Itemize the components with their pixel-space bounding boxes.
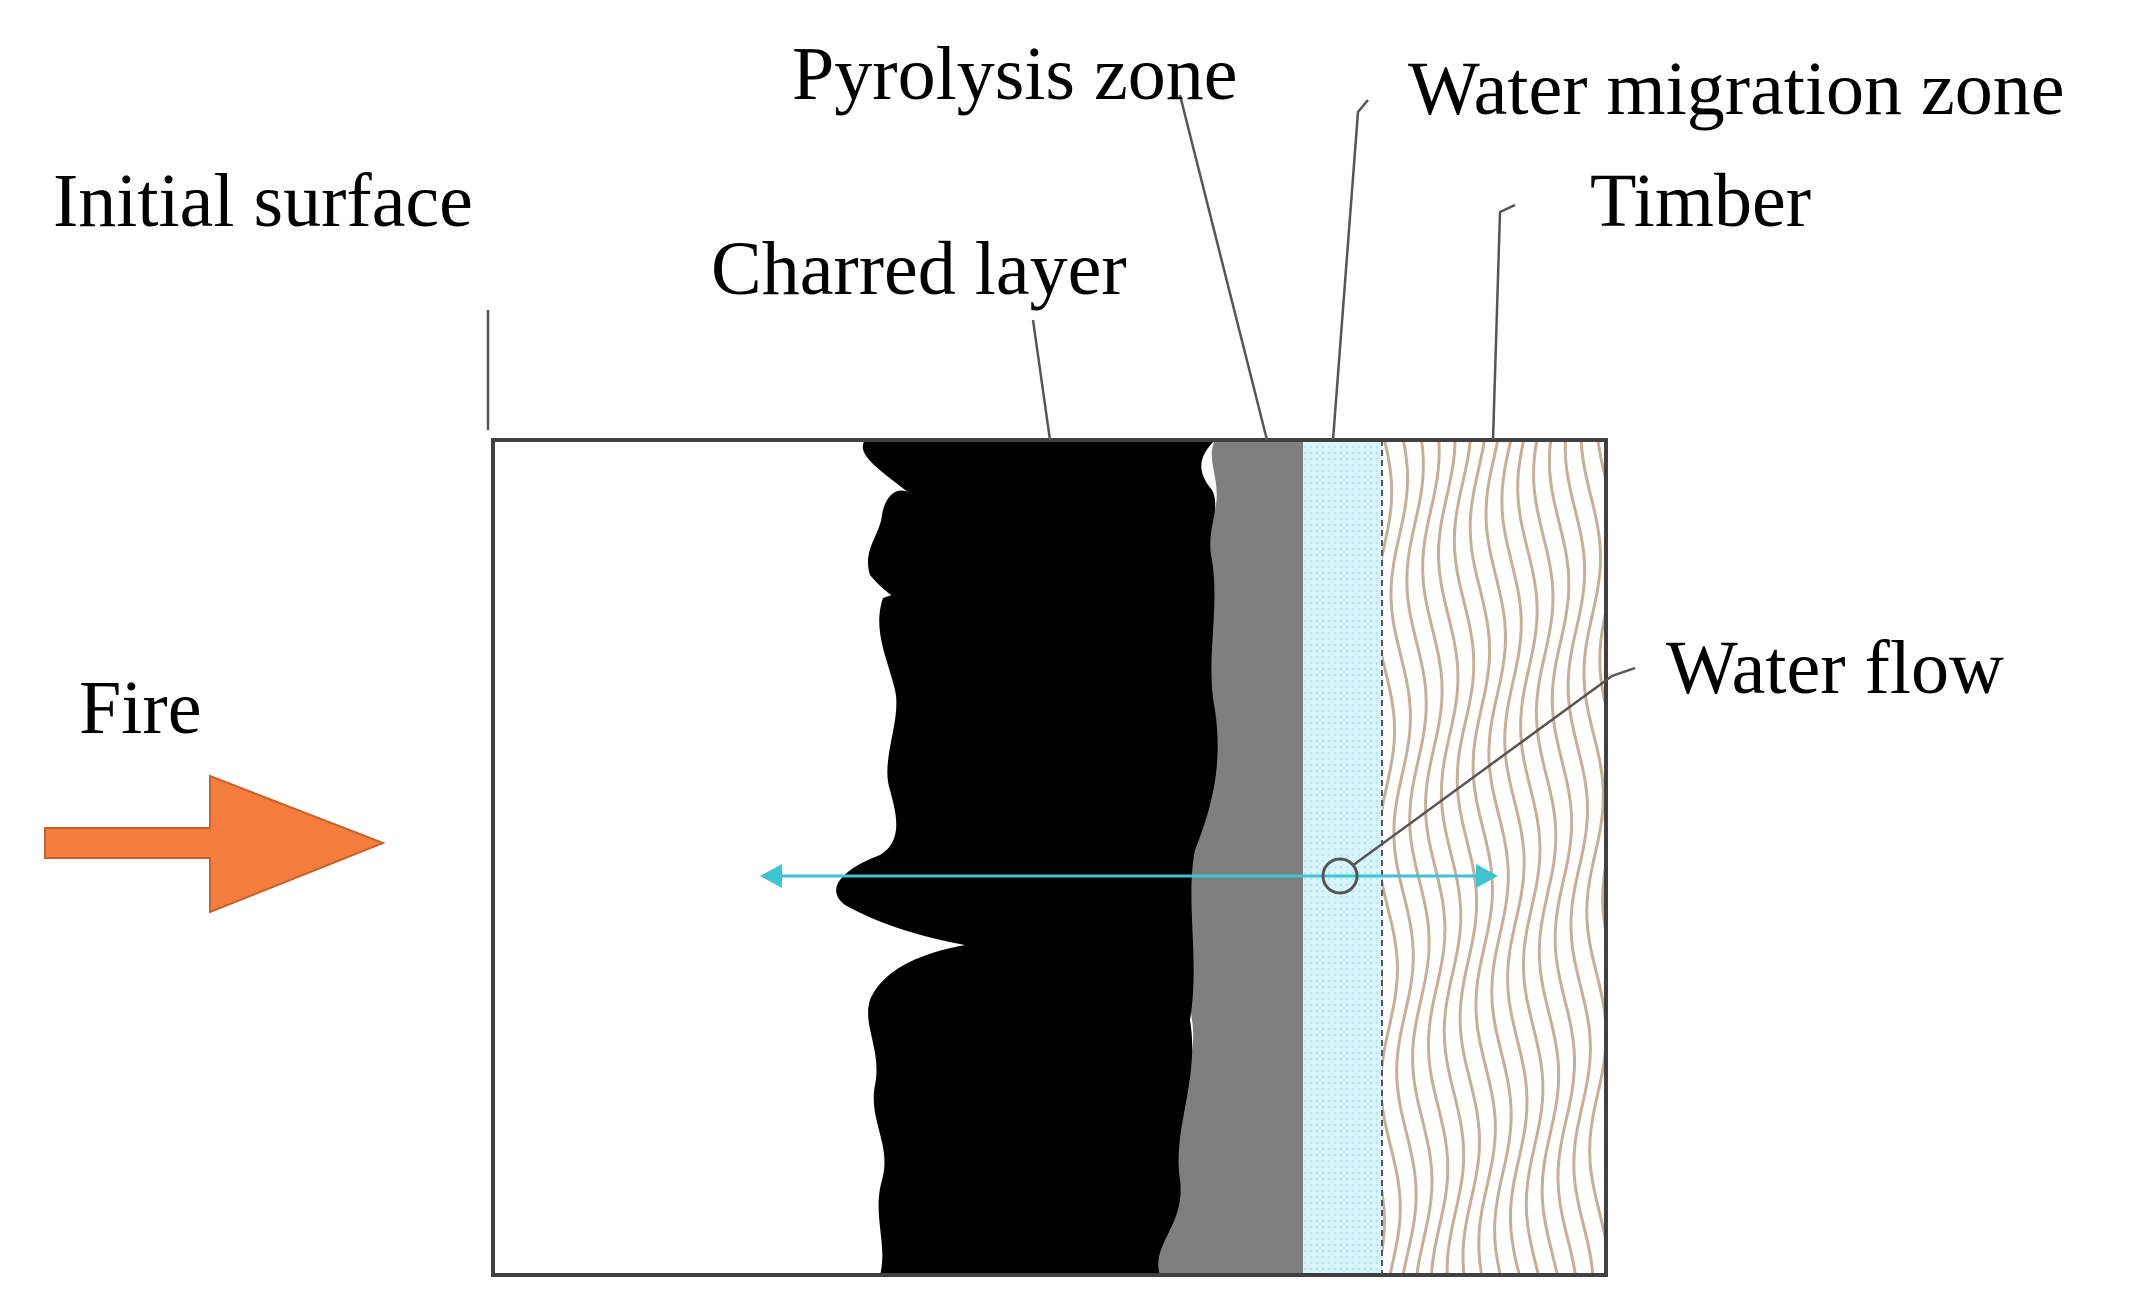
- water-migration-zone-label: Water migration zone: [1408, 47, 2065, 131]
- charred-layer-region: [836, 440, 1218, 1275]
- wood-grain-line: [1421, 440, 1450, 1275]
- initial-surface-label: Initial surface: [53, 159, 473, 243]
- wood-grain-line: [1547, 440, 1577, 1275]
- wood-grain-line: [1389, 440, 1418, 1275]
- pyrolysis-zone-leader-line: [1178, 94, 1269, 441]
- wood-grain-line: [1484, 440, 1513, 1275]
- timber-label: Timber: [1590, 159, 1811, 243]
- wood-grain-line: [1382, 440, 1402, 1275]
- charred-layer-label: Charred layer: [711, 227, 1127, 311]
- water-flow-marker-circle-icon: [1321, 857, 1359, 895]
- wood-grain-line: [1532, 440, 1561, 1275]
- pyrolysis-zone-region: [1157, 440, 1303, 1275]
- wood-grain-lines: [1382, 430, 1641, 1280]
- fire-arrow-right-arrow-icon: [44, 774, 386, 914]
- water-flow-label: Water flow: [1666, 626, 2004, 710]
- water-flow-leader-line: [1351, 666, 1636, 868]
- water-flow-left-arrowhead: [760, 864, 782, 888]
- wood-grain-line: [1579, 440, 1606, 1251]
- water-migration-zone-region: [1303, 440, 1382, 1275]
- wood-grain-line: [1452, 440, 1482, 1275]
- wood-grain-line: [1500, 440, 1529, 1275]
- wood-grain-line: [1563, 440, 1595, 1275]
- wood-grain-line: [1614, 430, 1641, 1280]
- timber-leader-line: [1491, 203, 1516, 441]
- fire-label: Fire: [79, 666, 201, 750]
- leader-lines: [486, 94, 1636, 868]
- wood-grain-line: [1405, 440, 1434, 1275]
- water-flow-right-arrowhead: [1476, 864, 1498, 888]
- charred-layer-leader-line: [1031, 319, 1052, 441]
- wood-grain-line: [1436, 440, 1466, 1275]
- water-migration-zone-leader-line: [1331, 99, 1369, 441]
- wood-grain-line: [1468, 440, 1497, 1275]
- pyrolysis-zone-label: Pyrolysis zone: [792, 32, 1237, 116]
- timber-region: [1382, 430, 1641, 1280]
- wood-grain-line: [1516, 440, 1545, 1275]
